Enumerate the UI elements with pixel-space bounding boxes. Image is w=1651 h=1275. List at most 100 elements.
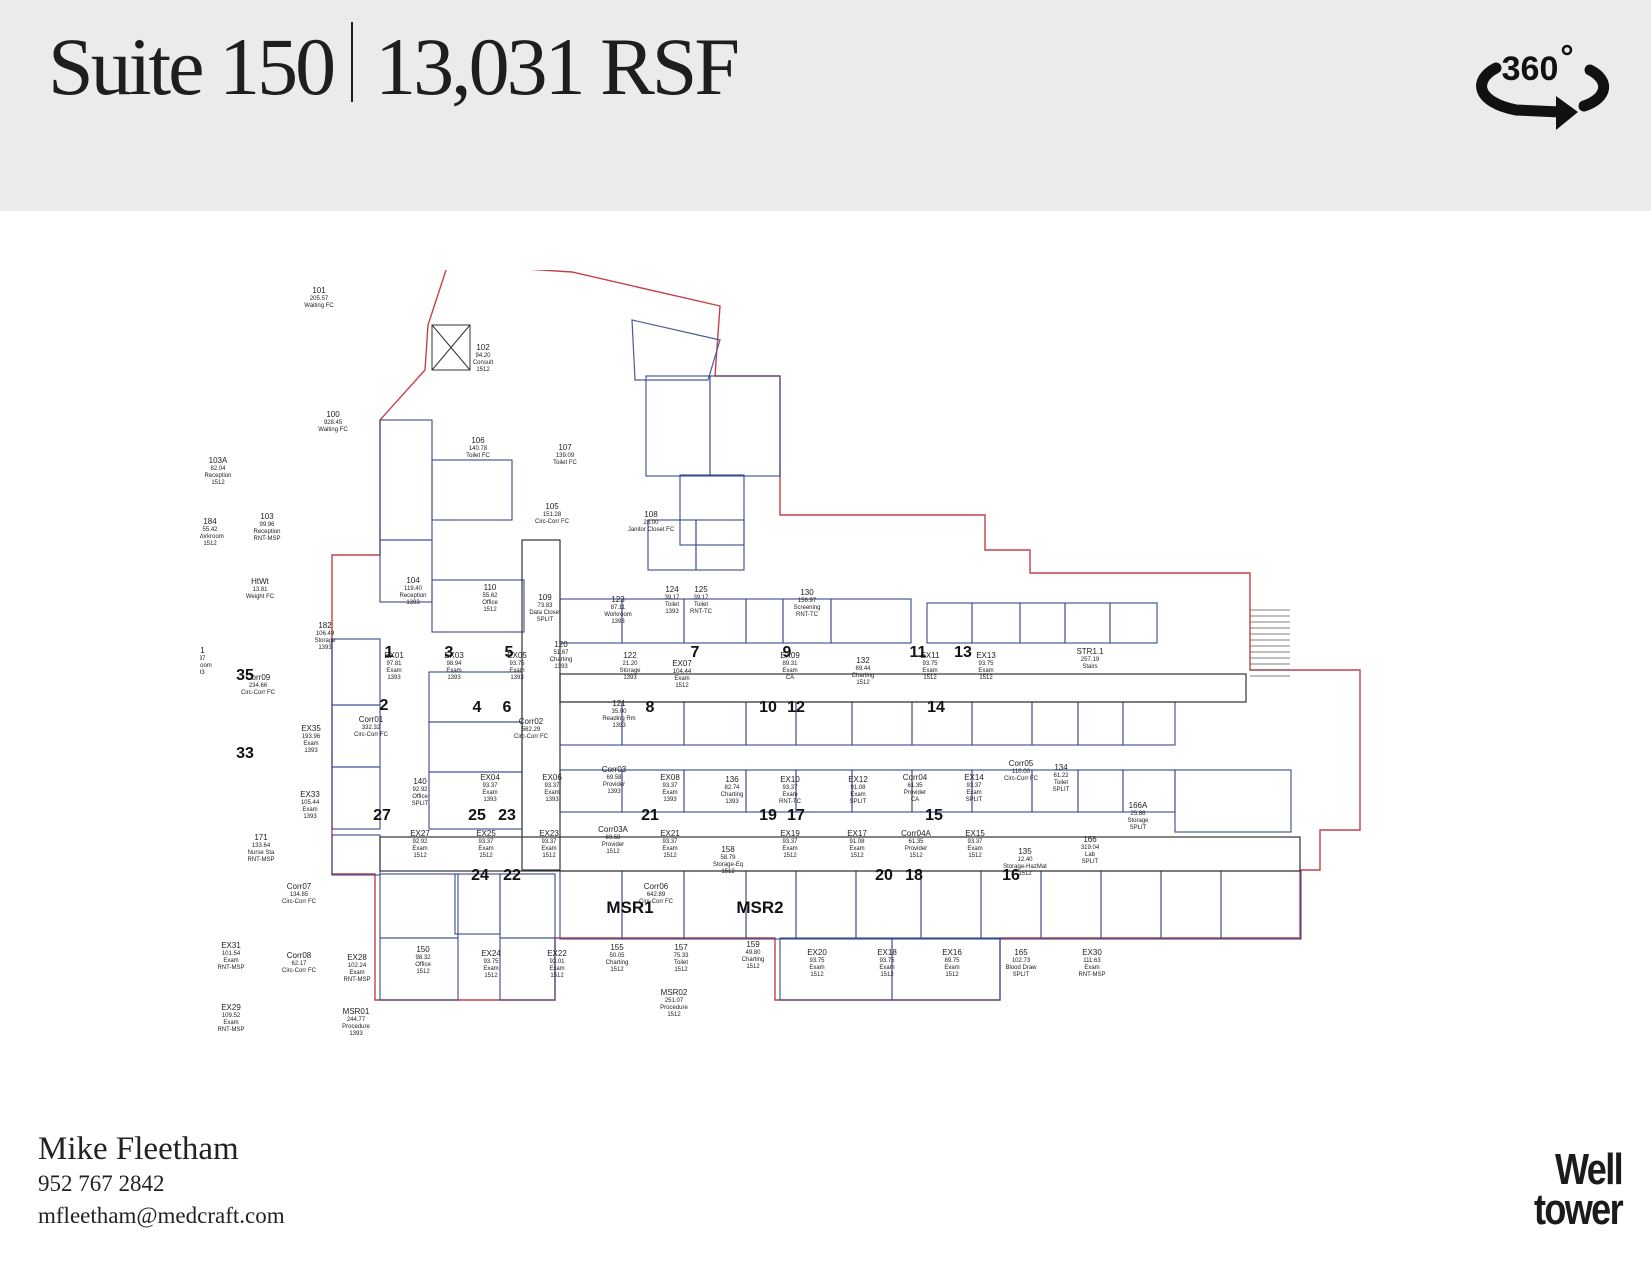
room-detail: 93.37	[541, 839, 557, 845]
room-detail: 1512	[416, 969, 430, 975]
exam-room-number: 14	[927, 699, 945, 716]
room-id: EX20	[807, 948, 827, 957]
suite-area: 13,031 RSF	[375, 21, 740, 112]
room-detail: Circ-Corr FC	[1004, 776, 1039, 782]
room-detail: 1393	[483, 797, 497, 803]
room-detail: 1393	[663, 797, 677, 803]
room-id: EX16	[942, 948, 962, 957]
contact-email[interactable]: mfleetham@medcraft.com	[38, 1203, 285, 1228]
room-detail: 93.37	[478, 839, 494, 845]
room-detail: 69.44	[855, 666, 871, 672]
room-detail: RNT-MSP	[218, 965, 245, 971]
room-detail: Circ-Corr FC	[282, 899, 317, 905]
room-detail: Toilet FC	[553, 460, 577, 466]
room-detail: Waiting FC	[304, 303, 334, 309]
room-detail: 1512	[484, 973, 498, 979]
exam-room-number: 11	[910, 644, 927, 661]
room-detail: Office	[412, 794, 428, 800]
procedure-room-number: MSR1	[606, 898, 653, 917]
room-detail: 257.19	[1081, 657, 1100, 663]
room-detail: 39.17	[693, 595, 709, 601]
room-detail: Weight FC	[246, 594, 275, 600]
room-detail: Reception	[204, 473, 231, 479]
room-detail: Exam	[223, 958, 238, 964]
room-id: EX01	[384, 651, 404, 660]
room-detail: 156.97	[798, 598, 817, 604]
exam-room-number: 1	[385, 644, 394, 661]
tour-label: 360	[1502, 50, 1559, 88]
room-id: Corr09	[246, 673, 271, 682]
room-detail: 1512	[810, 972, 824, 978]
room-detail: RNT-MSP	[248, 857, 275, 863]
room-detail: Exam	[967, 846, 982, 852]
room-detail: 1512	[550, 973, 564, 979]
contact-block: Mike Fleetham 952 767 2842 mfleetham@med…	[38, 1130, 285, 1232]
room-detail: SPLIT	[850, 799, 867, 805]
room-detail: 98.32	[415, 955, 431, 961]
room-detail: Charting	[606, 960, 629, 966]
room-detail: CA	[786, 675, 794, 681]
room-detail: 193.96	[302, 734, 321, 740]
room-detail: 642.89	[647, 892, 666, 898]
room-detail: Storage-Eq	[713, 862, 743, 868]
room-detail: SPLIT	[1013, 972, 1030, 978]
room-detail: Waiting FC	[318, 427, 348, 433]
exam-room-number: 25	[468, 807, 486, 824]
room-detail: Storage	[619, 668, 641, 674]
room-id: 107	[558, 443, 572, 452]
contact-phone[interactable]: 952 767 2842	[38, 1171, 165, 1196]
room-id: Corr05	[1009, 759, 1034, 768]
room-id: 106	[471, 436, 485, 445]
room-detail: Exam	[850, 792, 865, 798]
room-id: EX12	[848, 775, 868, 784]
room-detail: Exam	[782, 668, 797, 674]
room-detail: SPLIT	[412, 801, 429, 807]
room-detail: Exam	[223, 1020, 238, 1026]
room-id: 166	[1083, 835, 1097, 844]
title-divider	[351, 22, 354, 102]
room-detail: 1393	[447, 675, 461, 681]
welltower-logo: Well tower	[1515, 1148, 1624, 1234]
room-detail: Exam	[879, 965, 894, 971]
room-id: EX06	[542, 773, 562, 782]
room-detail: 93.37	[966, 783, 982, 789]
360-tour-icon[interactable]: 360	[1468, 38, 1618, 138]
room-detail: Stairs	[1082, 664, 1097, 670]
room-detail: 12.40	[1017, 857, 1033, 863]
room-detail: SPLIT	[1053, 787, 1070, 793]
room-detail: 93.75	[483, 959, 499, 965]
room-detail: 93.75	[809, 958, 825, 964]
room-detail: Reading Rm	[602, 716, 635, 722]
room-detail: 61.35	[908, 839, 924, 845]
room-id: 150	[416, 945, 430, 954]
room-detail: 82.74	[724, 785, 740, 791]
room-id: MSR02	[661, 988, 688, 997]
room-detail: Toilet	[674, 960, 688, 966]
logo-line-2: tower	[1533, 1185, 1624, 1234]
room-id: MSR01	[343, 1007, 370, 1016]
exam-room-number: 10	[759, 699, 777, 716]
room-detail: 104.44	[673, 669, 692, 675]
room-detail: 1512	[850, 853, 864, 859]
room-detail: 1512	[1018, 871, 1032, 877]
room-detail: 89.31	[782, 661, 798, 667]
exam-room-number: 21	[641, 807, 659, 824]
room-detail: 928.45	[324, 420, 343, 426]
